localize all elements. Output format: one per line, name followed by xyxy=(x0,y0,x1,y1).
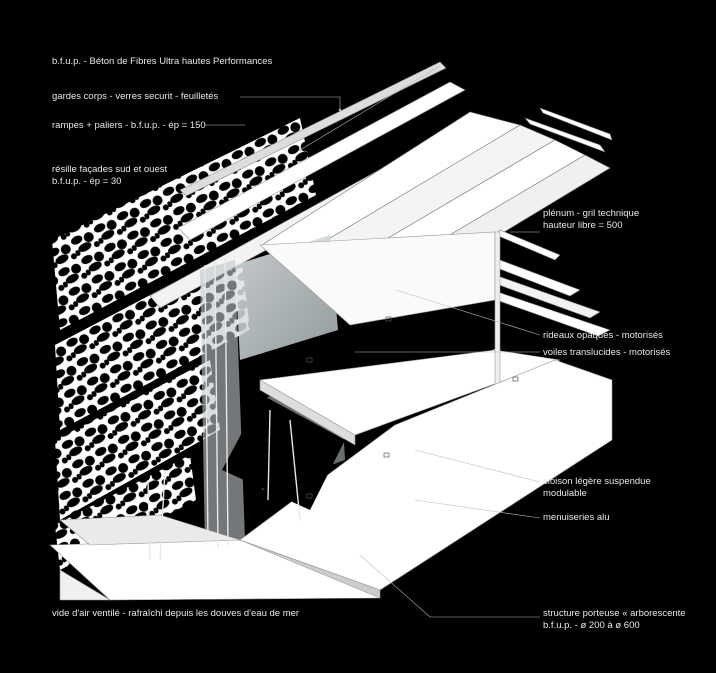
label-structure-line1: structure porteuse « arborescente xyxy=(543,608,686,619)
label-rampes-text: rampes + paliers - b.f.u.p. - ép = 150 xyxy=(52,120,206,131)
void xyxy=(222,395,345,510)
label-rideaux-text: rideaux opaques - motorisés xyxy=(543,330,663,341)
upper-floor xyxy=(259,231,561,446)
leader-lines xyxy=(205,65,541,618)
label-gardes-corps: gardes corps - verres securit - feuillet… xyxy=(52,91,218,103)
label-cloison: cloison légère suspendue modulable xyxy=(543,476,651,499)
label-resille-line1: résille façades sud et ouest xyxy=(52,164,168,175)
label-plenum-line1: plénum - gril technique xyxy=(543,208,640,219)
structural-columns xyxy=(147,257,301,561)
label-menuiseries-text: menuiseries alu xyxy=(543,512,610,523)
label-bfup: b.f.u.p. - Béton de Fibres Ultra hautes … xyxy=(52,56,272,68)
label-menuiseries: menuiseries alu xyxy=(543,512,610,524)
label-voiles-text: voiles translucides - motorisés xyxy=(543,347,671,358)
label-vide: vide d'air ventilé - rafraîchi depuis le… xyxy=(52,608,299,620)
label-rampes: rampes + paliers - b.f.u.p. - ép = 150 xyxy=(52,120,206,132)
label-plenum-line2: hauteur libre = 500 xyxy=(543,219,623,231)
floor-markers xyxy=(306,316,519,499)
label-voiles: voiles translucides - motorisés xyxy=(543,347,670,359)
lower-walkways xyxy=(49,514,381,601)
label-gardes-corps-text: gardes corps - verres securit - feuillet… xyxy=(52,91,219,102)
label-structure-line2: b.f.u.p. - ø 200 à ø 600 xyxy=(543,619,640,631)
label-bfup-text: b.f.u.p. - Béton de Fibres Ultra hautes … xyxy=(52,56,273,67)
label-cloison-line2: modulable xyxy=(543,487,587,499)
label-rideaux: rideaux opaques - motorisés xyxy=(543,330,663,342)
label-resille: résille façades sud et ouest b.f.u.p. - … xyxy=(52,164,167,187)
leader-dots xyxy=(298,108,342,152)
label-plenum: plénum - gril technique hauteur libre = … xyxy=(543,208,639,231)
label-cloison-line1: cloison légère suspendue xyxy=(543,476,651,487)
right-slats xyxy=(484,229,611,337)
label-structure: structure porteuse « arborescente b.f.u.… xyxy=(543,608,686,631)
label-vide-text: vide d'air ventilé - rafraîchi depuis le… xyxy=(52,608,300,619)
label-resille-line2: b.f.u.p. - ép = 30 xyxy=(52,175,122,187)
